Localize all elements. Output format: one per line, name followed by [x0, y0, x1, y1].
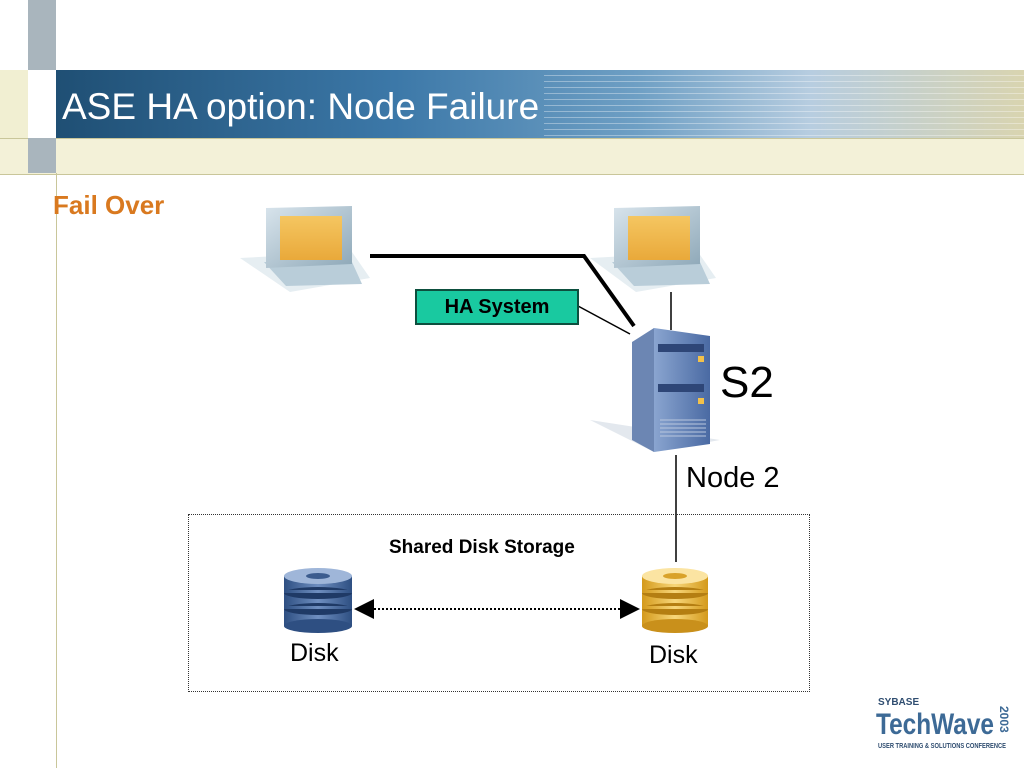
- header-cream-band: [0, 138, 1024, 175]
- disk-left-label: Disk: [290, 639, 339, 667]
- disk-right-label: Disk: [649, 641, 698, 669]
- client-computer-left-icon: [240, 206, 370, 292]
- connection-lines: [354, 254, 677, 619]
- node-label: Node 2: [686, 462, 780, 494]
- disk-right-icon: [642, 568, 708, 633]
- shared-storage-box: [188, 514, 810, 692]
- header-top-band: [0, 0, 1024, 70]
- disk-left-icon: [284, 568, 352, 633]
- logo-year: 2003: [997, 706, 1011, 733]
- slide-title: ASE HA option: Node Failure: [62, 86, 540, 127]
- logo-tagline: USER TRAINING & SOLUTIONS CONFERENCE: [878, 743, 1006, 750]
- shared-storage-label: Shared Disk Storage: [389, 537, 575, 558]
- server-s2-icon: [590, 328, 720, 452]
- header-grey-block-lower: [28, 138, 56, 173]
- logo-brand-small: SYBASE: [878, 697, 919, 708]
- title-bar: [56, 70, 1024, 138]
- techwave-logo: SYBASE TechWave 2003 USER TRAINING & SOL…: [876, 697, 1011, 750]
- server-label: S2: [720, 358, 774, 407]
- logo-brand-main: TechWave: [876, 708, 994, 741]
- header-grey-block: [28, 0, 56, 70]
- left-divider-line: [56, 173, 57, 768]
- client-computer-right-icon: [590, 206, 716, 292]
- slide-subtitle: Fail Over: [53, 190, 165, 220]
- ha-system-box: HA System: [415, 289, 579, 325]
